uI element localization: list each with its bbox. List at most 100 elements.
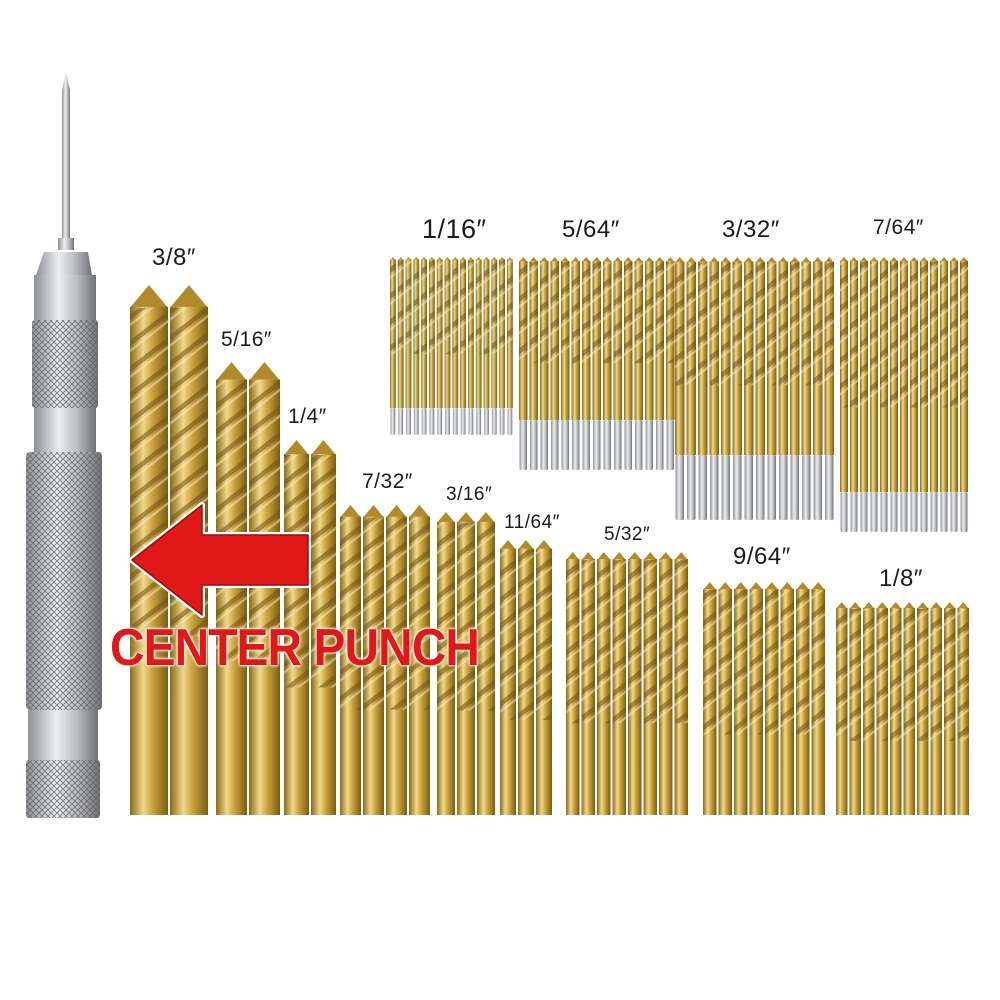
drill-bit-1-16	[468, 257, 474, 435]
size-label-7-64: 7/64″	[873, 216, 924, 239]
center-punch-callout-text: CENTER PUNCH	[110, 619, 480, 677]
drill-bit-1-8	[957, 602, 969, 815]
left-arrow-icon	[129, 502, 311, 618]
drill-bit-1-8	[930, 602, 942, 815]
drill-bit-3-32	[744, 257, 754, 520]
drill-bit-1-8	[903, 602, 915, 815]
drill-bit-5-32	[612, 552, 626, 815]
drill-bit-1-8	[849, 602, 861, 815]
drill-bit-3-32	[721, 257, 731, 520]
drill-bit-5-32	[659, 552, 673, 815]
drill-bit-5-64	[624, 257, 633, 470]
drill-bit-7-32	[409, 505, 430, 815]
drill-bit-5-64	[666, 257, 675, 470]
drill-bit-9-64	[796, 582, 810, 815]
drill-bit-1-4	[311, 440, 336, 815]
drill-bit-3-32	[732, 257, 742, 520]
drill-bit-7-64	[910, 257, 918, 532]
drill-bit-7-64	[860, 257, 868, 532]
drill-bit-5-64	[561, 257, 570, 470]
size-label-3-32: 3/32″	[722, 216, 780, 243]
drill-bit-7-32	[340, 505, 361, 815]
size-label-3-8: 3/8″	[152, 244, 196, 271]
drill-bit-3-16	[437, 512, 455, 815]
center-punch-icon	[26, 72, 102, 818]
drill-bit-1-8	[876, 602, 888, 815]
drill-bit-1-8	[836, 602, 848, 815]
drill-bit-11-64	[500, 540, 516, 815]
drill-bit-1-16	[452, 257, 459, 435]
drill-bit-5-32	[581, 552, 595, 815]
drill-bit-9-64	[780, 582, 794, 815]
size-label-7-32: 7/32″	[362, 470, 413, 493]
drill-bit-1-16	[436, 257, 443, 435]
drill-bit-1-16	[491, 257, 498, 435]
drill-bit-5-64	[592, 257, 601, 470]
drill-bit-5-64	[613, 257, 622, 470]
size-label-9-64: 9/64″	[733, 543, 791, 570]
drill-bit-1-8	[890, 602, 902, 815]
size-label-5-64: 5/64″	[562, 216, 620, 243]
drill-bit-5-16	[216, 362, 247, 815]
drill-bit-1-8	[944, 602, 956, 815]
drill-bit-5-32	[597, 552, 611, 815]
drill-bit-1-16	[483, 257, 490, 435]
drill-bit-7-64	[940, 257, 948, 532]
drill-bit-3-32	[675, 257, 685, 520]
drill-bit-7-32	[363, 505, 384, 815]
drill-bit-5-64	[645, 257, 654, 470]
drill-bit-7-64	[950, 257, 958, 532]
drill-bit-1-16	[397, 257, 404, 435]
drill-bit-3-16	[477, 512, 495, 815]
drill-bit-5-32	[674, 552, 688, 815]
size-label-5-16: 5/16″	[221, 328, 272, 351]
size-label-1-16: 1/16″	[422, 214, 487, 244]
drill-bit-9-64	[749, 582, 763, 815]
drill-bit-11-64	[536, 540, 552, 815]
drill-bit-5-64	[571, 257, 580, 470]
drill-bit-9-64	[734, 582, 748, 815]
size-label-1-8: 1/8″	[879, 565, 923, 592]
drill-bit-5-64	[634, 257, 643, 470]
drill-bit-1-16	[429, 257, 435, 435]
drill-bit-7-64	[870, 257, 878, 532]
drill-bit-7-64	[960, 257, 968, 532]
drill-bit-3-32	[824, 257, 834, 520]
drill-bit-5-64	[540, 257, 549, 470]
size-label-3-16: 3/16″	[446, 484, 493, 505]
drill-bit-9-64	[718, 582, 732, 815]
drill-bit-5-64	[519, 257, 528, 470]
drill-bit-9-64	[703, 582, 717, 815]
drill-bit-3-32	[709, 257, 719, 520]
drill-bit-1-16	[507, 257, 513, 435]
drill-bit-5-32	[628, 552, 642, 815]
drill-bit-1-16	[413, 257, 420, 435]
drill-bit-7-32	[386, 505, 407, 815]
drill-bit-1-8	[917, 602, 929, 815]
drill-bit-5-64	[655, 257, 664, 470]
drill-bit-7-64	[840, 257, 848, 532]
drill-bit-5-64	[550, 257, 559, 470]
drill-bit-7-64	[930, 257, 938, 532]
drill-bit-5-32	[566, 552, 580, 815]
drill-bit-1-16	[499, 257, 505, 435]
drill-bit-3-32	[767, 257, 777, 520]
drill-bit-11-64	[518, 540, 534, 815]
drill-bit-1-16	[390, 257, 396, 435]
drill-bit-1-16	[444, 257, 451, 435]
drill-bit-1-16	[475, 257, 482, 435]
size-label-11-64: 11/64″	[504, 512, 560, 533]
size-label-1-4: 1/4″	[288, 405, 327, 428]
drill-bit-1-16	[405, 257, 412, 435]
drill-bit-7-64	[900, 257, 908, 532]
drill-bit-7-64	[890, 257, 898, 532]
drill-bit-3-32	[698, 257, 708, 520]
drill-bit-3-32	[755, 257, 765, 520]
drill-bit-5-64	[529, 257, 538, 470]
drill-bit-9-64	[765, 582, 779, 815]
drill-bit-5-64	[603, 257, 612, 470]
drill-bits-group	[130, 257, 969, 815]
drill-bit-3-32	[778, 257, 788, 520]
